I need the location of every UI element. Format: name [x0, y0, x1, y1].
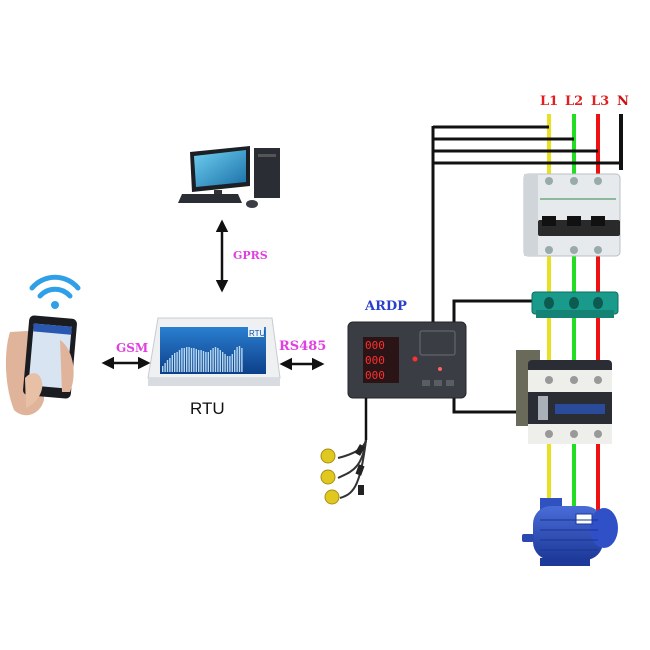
busbar-block: [531, 291, 619, 318]
wifi-icon: [29, 274, 81, 309]
rtu-screen-bar: [200, 350, 202, 372]
svg-text:000: 000: [365, 339, 385, 352]
rtu-screen-bar: [202, 351, 205, 372]
contactor: [516, 350, 612, 444]
rtu-screen-bar: [234, 350, 236, 372]
rtu-screen-bar: [222, 352, 224, 372]
rtu-label: RTU: [190, 399, 225, 418]
rtu-screen-bar: [224, 354, 226, 372]
rs485-label: RS485: [279, 339, 326, 354]
rtu-screen-bar: [190, 348, 193, 372]
phase-label-n: N: [617, 94, 629, 109]
rtu-screen-bar: [219, 350, 221, 372]
rtu-screen-bar: [198, 350, 200, 372]
rtu-screen-bar: [183, 348, 185, 372]
rtu-screen-bar: [195, 349, 197, 372]
rtu-screen-bar: [241, 348, 243, 372]
gprs-label: GPRS: [233, 249, 268, 262]
rtu-screen-bar: [186, 347, 188, 372]
rtu-screen-bar: [193, 348, 195, 372]
rtu-screen-bar: [238, 346, 241, 372]
rtu-screen-bar: [171, 355, 173, 372]
rtu-screen-bar: [174, 353, 176, 372]
motor: [522, 498, 618, 566]
rtu-screen-bar: [207, 352, 209, 372]
rtu-screen-badge: RTU: [249, 329, 266, 338]
rtu-screen-bar: [169, 358, 171, 372]
rtu-screen-bar: [212, 348, 214, 372]
rtu-screen-bar: [214, 347, 217, 372]
gsm-label: GSM: [116, 341, 148, 355]
svg-text:000: 000: [365, 354, 385, 367]
svg-text:000: 000: [365, 369, 385, 382]
circuit-breaker: [523, 173, 621, 257]
rtu-screen-bar: [188, 347, 190, 372]
desktop-computer[interactable]: [178, 146, 280, 208]
rtu-screen-bar: [231, 354, 233, 372]
rtu-screen-bar: [205, 352, 207, 372]
rtu-screen-bar: [217, 348, 219, 372]
rtu-screen-bar: [229, 356, 231, 372]
rtu-device[interactable]: RTU: [147, 317, 281, 386]
rtu-screen-bar: [166, 360, 169, 372]
rtu-screen-bar: [236, 347, 238, 372]
rtu-screen-bar: [210, 350, 212, 372]
rtu-screen-bar: [181, 348, 183, 372]
ardp-device[interactable]: 000 000 000: [347, 321, 467, 399]
phase-label-l2: L2: [565, 94, 583, 109]
rtu-screen-bar: [178, 350, 181, 372]
phase-labels: L1 L2 L3 N: [540, 94, 629, 109]
ardp-alarm-led: [438, 367, 442, 371]
bus-taps: [431, 125, 621, 414]
rtu-screen-chart: [162, 346, 243, 372]
rtu-screen-bar: [164, 363, 166, 372]
sensor-probe-1: [320, 448, 336, 464]
sensor-probe-3: [324, 489, 340, 505]
ardp-label: ARDP: [364, 299, 407, 314]
rtu-screen-bar: [162, 366, 164, 372]
phase-label-l3: L3: [591, 94, 609, 109]
ardp-led-display: 000 000 000: [363, 337, 399, 383]
sensor-probe-2: [320, 469, 336, 485]
ardp-status-led: [412, 356, 418, 362]
phase-label-l1: L1: [540, 94, 558, 109]
rtu-screen-bar: [176, 352, 178, 372]
smartphone[interactable]: [5, 315, 77, 416]
rtu-screen-bar: [226, 356, 229, 372]
sensor-probes: [320, 439, 367, 505]
